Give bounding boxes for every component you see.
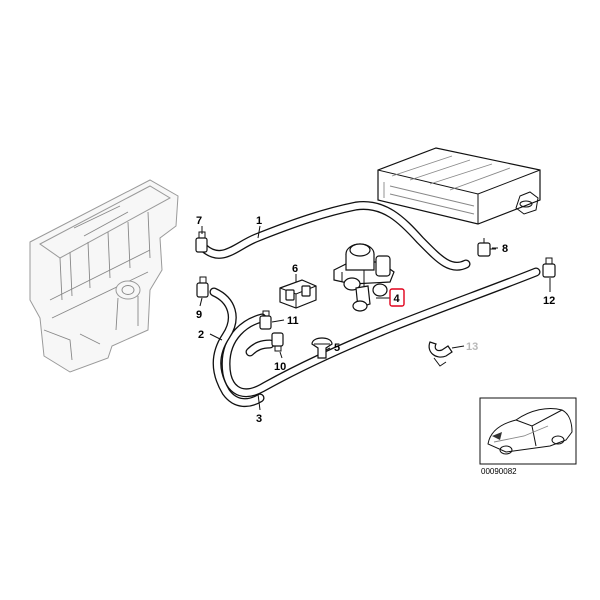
hose-clamp-11 bbox=[259, 310, 272, 330]
reference-code: 00090082 bbox=[481, 467, 517, 476]
callout-10: 10 bbox=[274, 361, 286, 373]
bracket-part-6 bbox=[279, 279, 317, 309]
hose-clamp-9 bbox=[196, 276, 209, 298]
callout-9: 9 bbox=[196, 309, 202, 321]
vehicle-locator-thumbnail bbox=[479, 397, 577, 465]
hose-1 bbox=[199, 200, 471, 271]
callouts: 1 7 6 8 12 9 11 2 5 13 10 3 4 bbox=[196, 215, 555, 425]
callout-13: 13 bbox=[466, 341, 478, 353]
heater-core-illustration bbox=[377, 147, 541, 225]
hose-clamp-8 bbox=[477, 238, 496, 257]
hose-holder-part-13 bbox=[428, 341, 453, 367]
callout-7: 7 bbox=[196, 215, 202, 227]
hose-clamp-12 bbox=[542, 257, 556, 278]
callout-3: 3 bbox=[256, 413, 262, 425]
water-valve-part-4 bbox=[333, 243, 395, 312]
hose-clamp-10 bbox=[271, 332, 284, 352]
callout-4-highlight-box bbox=[389, 288, 405, 307]
push-clip-part-5 bbox=[311, 337, 333, 359]
callout-12: 12 bbox=[543, 295, 555, 307]
callout-6: 6 bbox=[292, 263, 298, 275]
hose-2 bbox=[209, 287, 275, 407]
leader-lines bbox=[199, 225, 551, 411]
callout-4: 4 bbox=[394, 293, 401, 305]
hose-clamp-7 bbox=[195, 231, 208, 253]
callout-11: 11 bbox=[287, 315, 299, 327]
callout-8: 8 bbox=[502, 243, 508, 255]
engine-block-illustration bbox=[29, 179, 179, 373]
callout-2: 2 bbox=[198, 329, 204, 341]
callout-1: 1 bbox=[256, 215, 262, 227]
callout-5: 5 bbox=[334, 342, 340, 354]
hose-3 bbox=[221, 267, 541, 398]
